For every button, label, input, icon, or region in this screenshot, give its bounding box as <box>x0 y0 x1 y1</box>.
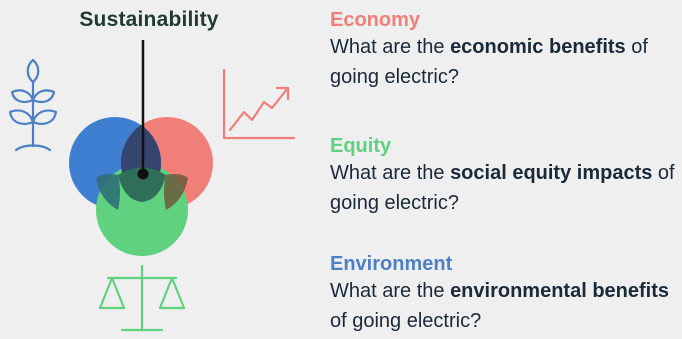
equity-heading: Equity <box>330 135 392 157</box>
venn-diagram <box>8 40 296 332</box>
overlap-equity-economy <box>164 174 188 210</box>
economy-question-bold: economic benefits <box>450 36 626 58</box>
plant-icon <box>8 58 58 152</box>
equity-question-bold: social equity impacts <box>450 162 653 184</box>
environment-question-pre: What are the <box>330 280 451 302</box>
overlap-center <box>118 167 166 202</box>
economy-question-pre: What are the <box>330 36 451 58</box>
center-dot <box>137 168 149 180</box>
diagram-title: Sustainability <box>79 8 219 31</box>
balance-scale-icon <box>98 264 186 332</box>
overlap-environment-equity-2 <box>96 174 120 210</box>
equity-section: Equity What are the social equity impact… <box>330 134 680 218</box>
equity-question: What are the social equity impacts of go… <box>330 158 680 218</box>
economy-question-post: of going electric? <box>330 36 648 88</box>
economy-heading: Economy <box>330 9 421 31</box>
environment-heading: Environment <box>330 253 453 275</box>
environment-question: What are the environmental benefits of g… <box>330 276 680 336</box>
environment-question-bold: environmental benefits <box>450 280 669 302</box>
rising-chart-icon <box>222 68 296 140</box>
economy-section: Economy What are the economic benefits o… <box>330 8 680 92</box>
environment-question-post: of going electric? <box>330 310 482 332</box>
equity-question-pre: What are the <box>330 162 451 184</box>
economy-question: What are the economic benefits of going … <box>330 32 680 92</box>
equity-question-post: of going electric? <box>330 162 675 214</box>
environment-section: Environment What are the environmental b… <box>330 252 680 336</box>
sustainability-diagram: Sustainability <box>0 0 320 339</box>
